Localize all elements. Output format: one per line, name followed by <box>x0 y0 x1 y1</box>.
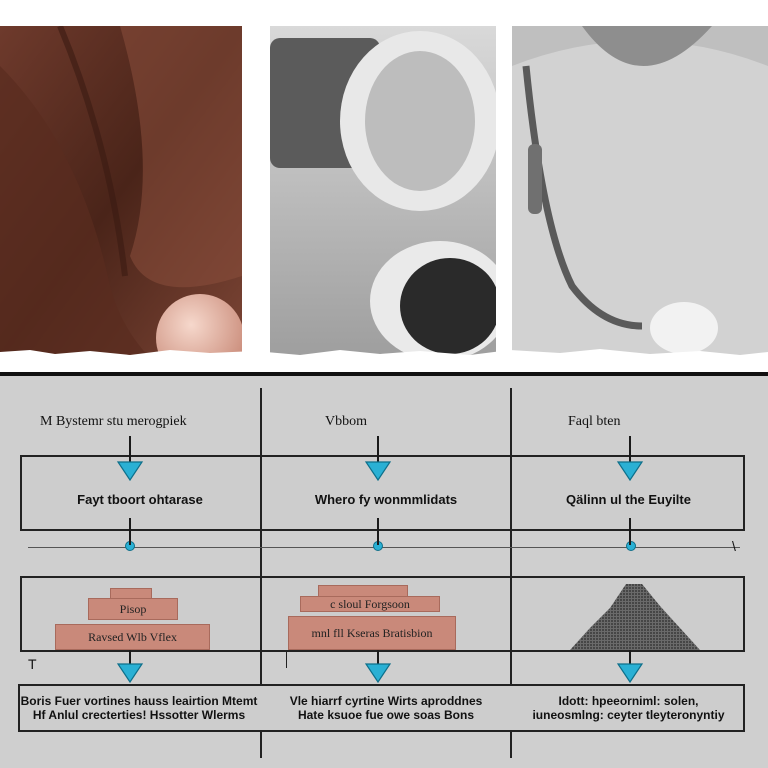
stack-slab-upper: c sloul Forgsoon <box>300 596 440 612</box>
box-divider <box>510 576 512 652</box>
top-box-label: Whero fy wonmmlidats <box>314 492 458 507</box>
stack-slab-lower: Ravsed Wlb Vflex <box>55 624 210 650</box>
small-tick <box>286 650 287 668</box>
column-header: M Bystemr stu merogpiek <box>40 414 187 429</box>
photo-fabric <box>0 26 242 358</box>
connector-node <box>373 541 383 551</box>
connector-node <box>626 541 636 551</box>
left-tick-marker: T <box>28 656 37 672</box>
column-header: Vbbom <box>325 414 367 429</box>
column-header: Faql bten <box>568 414 621 429</box>
photo-person <box>512 26 768 358</box>
top-box-label: Fayt tboort ohtarase <box>77 492 203 507</box>
box-divider <box>510 455 512 531</box>
stack-slab-upper: Pisop <box>88 598 178 620</box>
connector-node <box>125 541 135 551</box>
torn-paper-edge <box>0 349 768 366</box>
textured-pile <box>570 584 700 650</box>
column-divider <box>260 388 262 758</box>
box-divider <box>260 576 262 652</box>
box-divider <box>260 455 262 531</box>
bottom-box-text: Vle hiarrf cyrtine Wirts aproddnes Hate … <box>289 694 483 722</box>
column-divider <box>510 388 512 758</box>
bottom-row-box <box>18 684 745 732</box>
bottom-box-text: Idott: hpeeorniml: solen, iuneosmlng: ce… <box>532 694 725 722</box>
connector-line <box>28 547 740 548</box>
board-top-border <box>0 372 768 376</box>
bottom-box-text: Boris Fuer vortines hauss leairtion Mtem… <box>20 694 258 722</box>
right-tick-marker: \ <box>732 538 736 554</box>
stack-slab-lower: mnl fll Kseras Bratisbion <box>288 616 456 650</box>
top-box-label: Qälinn ul the Euyilte <box>566 492 691 507</box>
photo-device <box>270 26 496 358</box>
